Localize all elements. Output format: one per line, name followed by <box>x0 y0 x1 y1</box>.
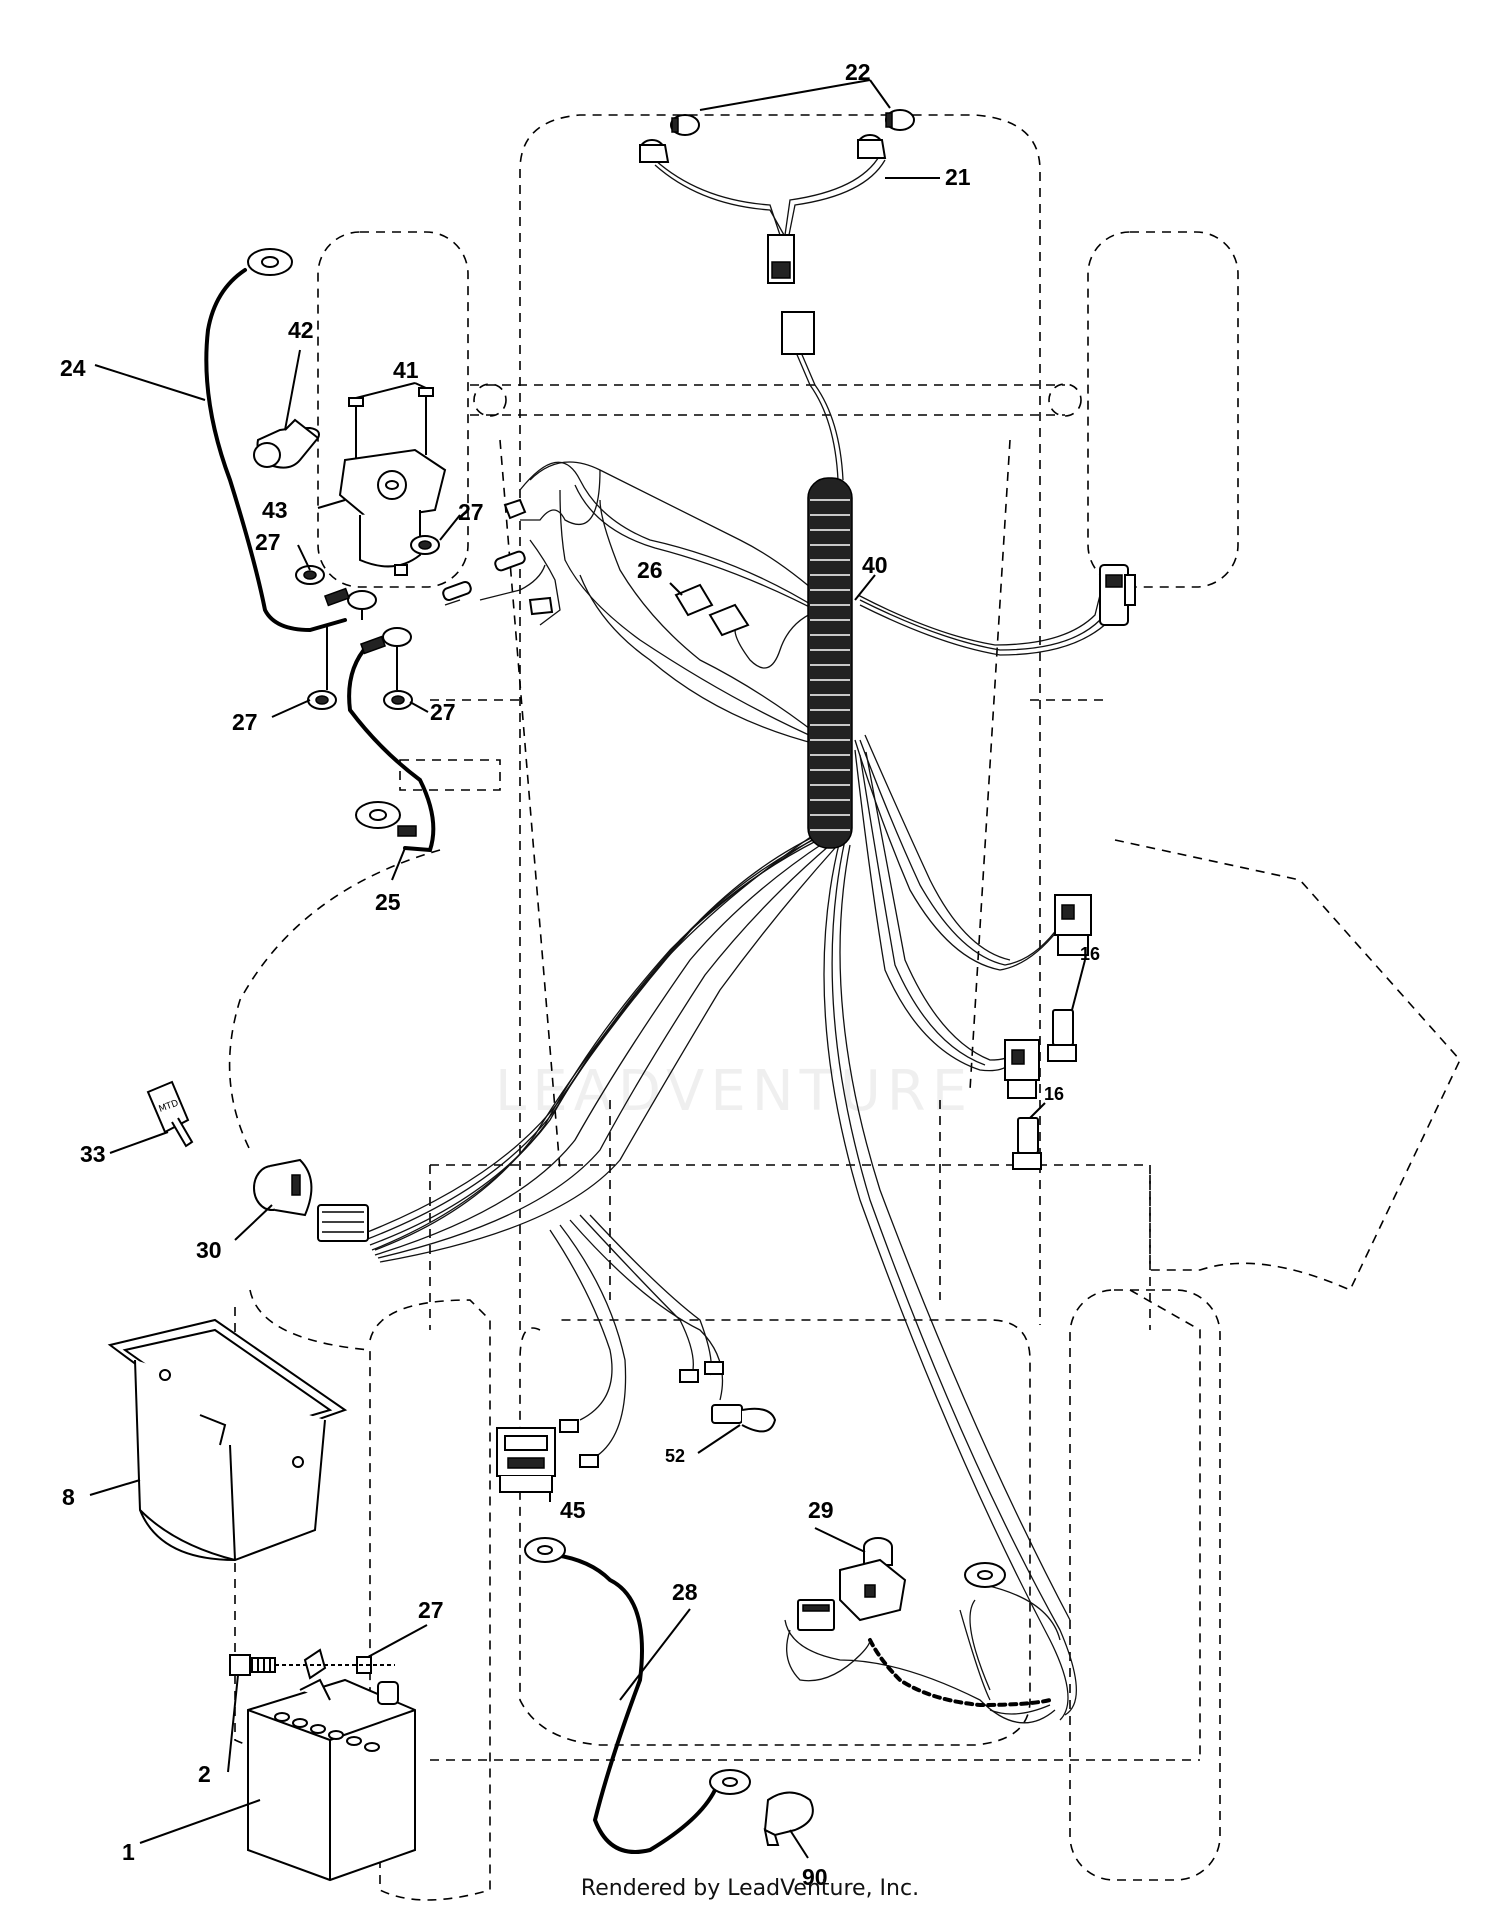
callout-40: 40 <box>862 552 888 578</box>
callout-27d: 27 <box>430 699 456 725</box>
callout-16a: 16 <box>1080 944 1100 964</box>
callout-42: 42 <box>288 317 314 343</box>
switch-16-upper <box>1047 1009 1077 1062</box>
callout-1: 1 <box>122 1839 135 1865</box>
callout-29: 29 <box>808 1497 834 1523</box>
callout-21: 21 <box>945 164 971 190</box>
parts: MTD <box>107 109 1136 1882</box>
battery-bolt-2 <box>229 1648 395 1680</box>
bolt-41 <box>348 387 434 460</box>
connector-16-upper <box>1054 894 1092 956</box>
chassis-outline <box>228 114 1461 1901</box>
callout-90: 90 <box>802 1864 828 1890</box>
switch-16-lower <box>1012 1117 1042 1170</box>
terminal-boot-42 <box>253 418 320 469</box>
harness-plug-front <box>781 311 815 355</box>
battery-1 <box>247 1678 416 1882</box>
leader-lines <box>89 79 1086 1859</box>
callout-labels: 22 21 24 42 41 43 27 27 27 27 25 26 40 1… <box>60 59 1100 1890</box>
callout-22: 22 <box>845 59 871 85</box>
callout-41: 41 <box>393 357 419 383</box>
battery-box-8 <box>107 1318 348 1562</box>
headlight-bulb-right <box>857 109 915 159</box>
callout-27b: 27 <box>255 529 281 555</box>
connector-16-lower <box>1004 1039 1040 1099</box>
callout-28: 28 <box>672 1579 698 1605</box>
callout-45: 45 <box>560 1497 586 1523</box>
coiled-cord <box>786 1629 1052 1708</box>
callout-24: 24 <box>60 355 86 381</box>
watermark: LEADVENTURE <box>495 1059 973 1124</box>
harness-conduit <box>807 477 853 849</box>
callout-26: 26 <box>637 557 663 583</box>
callout-16b: 16 <box>1044 1084 1064 1104</box>
headlight-bulb-left <box>639 114 700 163</box>
callout-2: 2 <box>198 1761 211 1787</box>
callout-52: 52 <box>665 1446 685 1466</box>
bulb-52 <box>711 1404 777 1433</box>
battery-cables <box>204 268 717 1854</box>
pto-switch <box>1099 564 1136 626</box>
callout-27c: 27 <box>232 709 258 735</box>
callout-27e: 27 <box>418 1597 444 1623</box>
callout-27a: 27 <box>458 499 484 525</box>
callout-25: 25 <box>375 889 401 915</box>
callout-8: 8 <box>62 1484 75 1510</box>
footer-credit: Rendered by LeadVenture, Inc. <box>580 1876 920 1901</box>
harness-wires <box>359 154 1113 1724</box>
connector-26 <box>674 583 750 637</box>
hour-meter-45 <box>496 1427 556 1493</box>
terminal-boot-90 <box>763 1791 814 1846</box>
seat-switch-29 <box>797 1537 907 1631</box>
callout-33: 33 <box>80 1141 106 1167</box>
callout-43: 43 <box>262 497 288 523</box>
ignition-key-33: MTD <box>146 1080 194 1148</box>
callout-30: 30 <box>196 1237 222 1263</box>
hex-nut <box>295 535 440 710</box>
starter-solenoid-43 <box>338 448 447 576</box>
ignition-switch-30 <box>253 1158 369 1242</box>
